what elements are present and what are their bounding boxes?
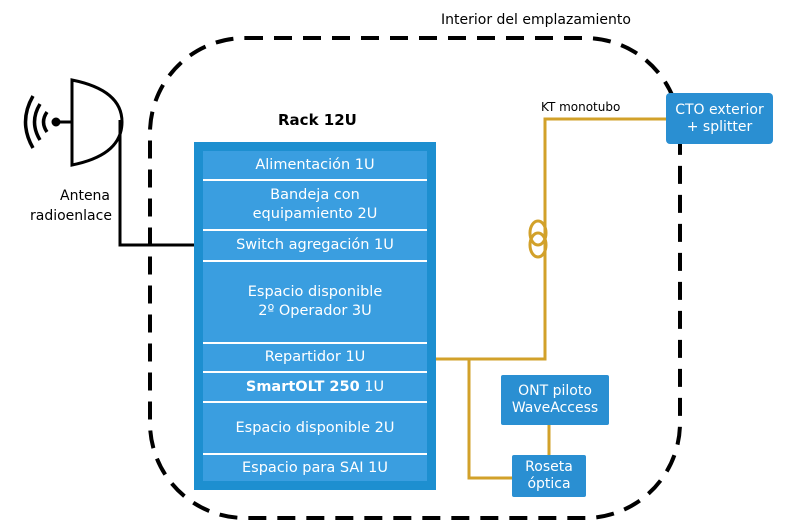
cto-box: CTO exterior + splitter [666, 93, 773, 144]
rack-slot-smartolt: SmartOLT 250 1U [203, 371, 427, 401]
slot-label: Bandeja con [270, 187, 360, 203]
fiber-kt-monotubo [428, 117, 666, 361]
slot-label: SmartOLT 250 1U [246, 378, 384, 397]
slot-label: Repartidor 1U [264, 349, 366, 365]
fiber-coil-icon [528, 219, 548, 259]
roseta-label-2: óptica [527, 476, 571, 492]
slot-label-rest: 1U [359, 378, 385, 395]
rack-slot-espacio-2u: Espacio disponible 2U [203, 401, 427, 453]
antenna-cable [118, 120, 205, 247]
antenna-label-line2: radioenlace [30, 208, 112, 224]
slot-label: Switch agregación 1U [236, 237, 394, 253]
slot-label-2: equipamiento 2U [252, 206, 378, 222]
slot-label: Espacio para SAI 1U [242, 459, 388, 476]
rack-title: Rack 12U [278, 111, 357, 129]
rack-slot-bandeja: Bandeja con equipamiento 2U [203, 179, 427, 229]
antenna-dish-icon [23, 78, 124, 167]
rack-slot-sai: Espacio para SAI 1U [203, 453, 427, 481]
antenna-label-line1: Antena [60, 188, 111, 204]
cto-label-2: + splitter [686, 118, 753, 135]
site-label: Interior del emplazamiento [441, 12, 631, 28]
rack: Alimentación 1U Bandeja con equipamiento… [194, 142, 436, 490]
roseta-label-1: Roseta [525, 459, 573, 475]
kt-monotubo-label: KT monotubo [541, 100, 621, 114]
slot-label-2: 2º Operador 3U [258, 303, 372, 319]
ont-label-1: ONT piloto [518, 383, 592, 399]
ont-box: ONT piloto WaveAccess [501, 375, 609, 425]
fiber-roseta [467, 359, 512, 480]
cto-label-1: CTO exterior [675, 101, 764, 118]
roseta-box: Roseta óptica [512, 455, 586, 497]
rack-slot-alimentacion: Alimentación 1U [203, 151, 427, 179]
rack-slot-switch: Switch agregación 1U [203, 229, 427, 260]
rack-slot-espacio-operador: Espacio disponible 2º Operador 3U [203, 260, 427, 342]
ont-label-2: WaveAccess [511, 400, 599, 416]
slot-label: Espacio disponible [247, 284, 383, 300]
slot-label-bold: SmartOLT 250 [245, 378, 360, 395]
slot-label: Alimentación 1U [255, 156, 375, 173]
slot-label: Espacio disponible 2U [235, 419, 395, 436]
rack-slot-repartidor: Repartidor 1U [203, 342, 427, 371]
